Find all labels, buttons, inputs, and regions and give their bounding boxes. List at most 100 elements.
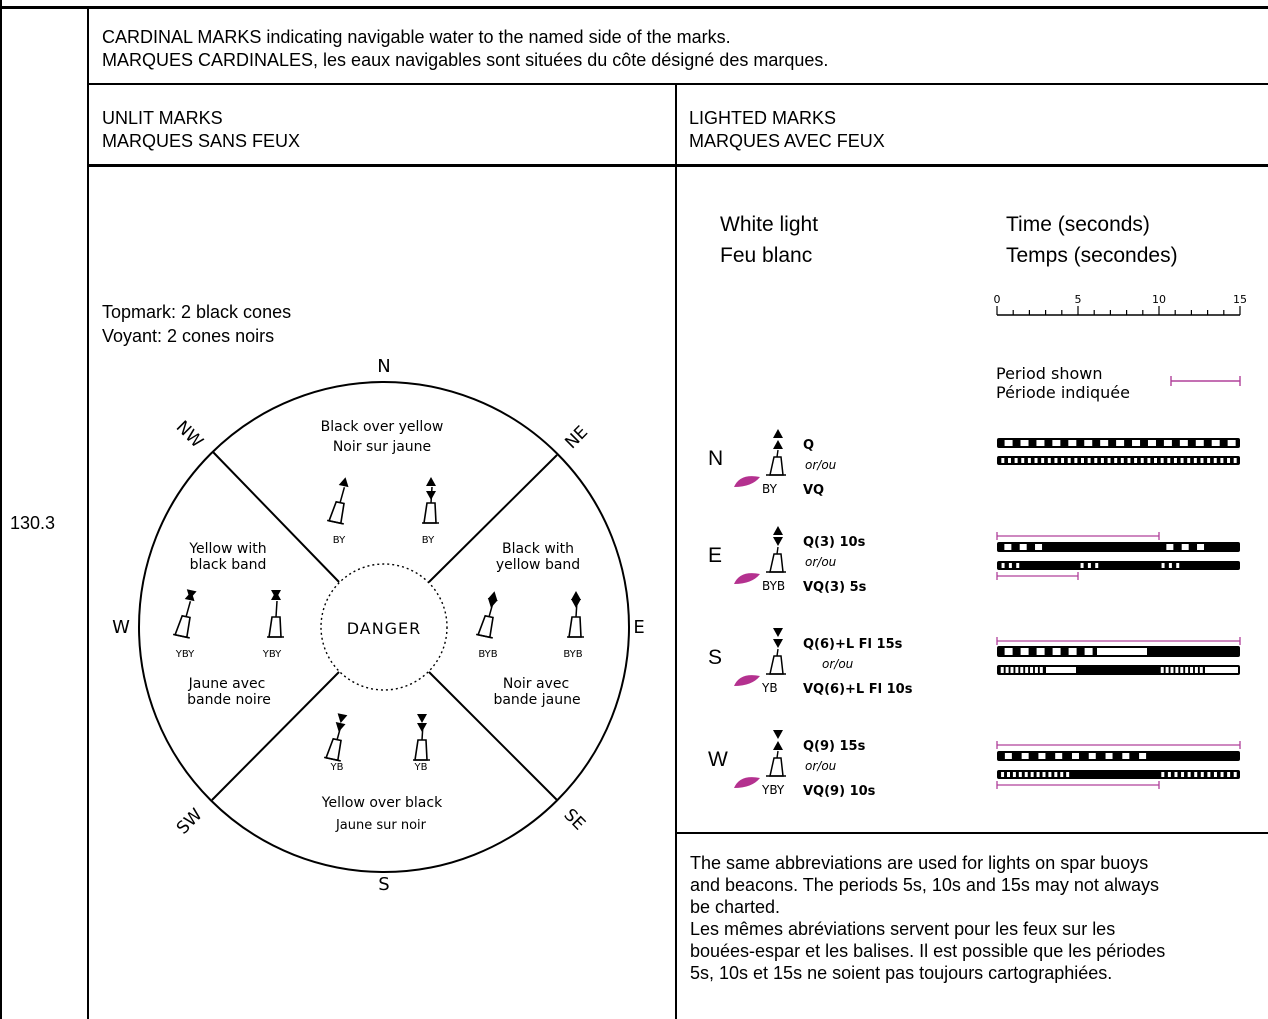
scale-tick-0: 0 [994, 293, 1001, 306]
time-scale: 0 5 10 15 [994, 293, 1247, 316]
note-line-3: be charted. [690, 897, 781, 917]
row-very-quick-light: VQ(9) 10s [803, 784, 876, 799]
frame-left-line [0, 0, 2, 1019]
column-divider [675, 84, 677, 1019]
compass-label-s: S [378, 874, 389, 895]
north-sector-colour-english: Black over yellow [321, 419, 444, 435]
subheader-divider [88, 164, 1268, 167]
note-divider [676, 832, 1268, 834]
white-light-english: White light [720, 213, 818, 236]
lighted-buoy-icon [766, 628, 786, 675]
compass-label-e: E [633, 617, 644, 638]
north-buoy-2-icon [421, 477, 440, 524]
row-or-label: or/ou [805, 555, 837, 569]
east-sector-colour-english-2: yellow band [496, 557, 580, 573]
light-flare-icon [734, 476, 760, 487]
west-sector-colour-french-1: Jaune avec [188, 676, 266, 692]
row-quick-light: Q(3) 10s [803, 535, 866, 550]
north-buoy-1-code: BY [333, 535, 346, 546]
south-sector-colour-french: Jaune sur noir [335, 818, 427, 833]
lighted-buoy-icon [766, 730, 786, 777]
row-direction-label: E [708, 544, 722, 567]
south-buoy-1-icon [323, 713, 350, 762]
compass-label-ne: NE [561, 422, 592, 453]
w-q-period [996, 741, 1241, 749]
west-buoy-2-icon [266, 590, 285, 638]
note-line-4: Les mêmes abréviations servent pour les … [690, 919, 1116, 939]
se-divider-line [428, 671, 558, 801]
white-light-french: Feu blanc [720, 244, 812, 267]
row-or-label: or/ou [822, 657, 854, 671]
compass-label-n: N [377, 356, 390, 377]
south-sector-colour-english: Yellow over black [321, 795, 443, 811]
row-or-label: or/ou [805, 759, 837, 773]
lighted-buoy-icon [766, 526, 786, 573]
e-q-period [996, 532, 1160, 540]
s-q-period [996, 637, 1241, 645]
compass-label-sw: SW [173, 805, 207, 839]
east-sector-colour-french-1: Noir avec [503, 676, 569, 692]
light-flare-icon [734, 573, 760, 584]
cardinal-compass-diagram: N S W E NW NE SW SE DANGER Black over ye… [112, 356, 645, 895]
header-divider [88, 83, 1268, 85]
north-sector-colour-french: Noir sur jaune [333, 439, 431, 455]
east-sector-colour-english-1: Black with [502, 541, 574, 557]
row-or-label: or/ou [805, 458, 837, 472]
row-quick-light: Q(9) 15s [803, 739, 866, 754]
lighted-marks-diagram: White light Feu blanc Time (seconds) Tem… [708, 213, 1247, 799]
note-line-2: and beacons. The periods 5s, 10s and 15s… [690, 875, 1159, 895]
compass-label-w: W [112, 617, 130, 638]
compass-circle [138, 381, 630, 873]
s-vq-bar [997, 665, 1240, 675]
light-flare-icon [734, 777, 760, 788]
east-sector-colour-french-2: bande jaune [493, 692, 580, 708]
danger-zone-circle [320, 563, 448, 691]
west-buoy-1-code: YBY [175, 649, 195, 660]
west-sector-colour-french-2: bande noire [187, 692, 271, 708]
row-very-quick-light: VQ(6)+L Fl 10s [803, 682, 913, 697]
frame-top-line [0, 6, 1268, 9]
light-flare-icon [734, 675, 760, 686]
unlit-title-french: MARQUES SANS FEUX [102, 131, 301, 151]
note-line-1: The same abbreviations are used for ligh… [690, 853, 1149, 873]
time-label-english: Time (seconds) [1006, 213, 1150, 236]
n-vq-bar [997, 456, 1240, 465]
row-colour-code: BYB [762, 579, 785, 593]
topmark-french: Voyant: 2 cones noirs [102, 326, 275, 346]
west-buoy-2-code: YBY [262, 649, 282, 660]
section-number: 130.3 [10, 513, 56, 533]
e-vq-bar [997, 561, 1240, 570]
lighted-title-english: LIGHTED MARKS [689, 108, 837, 128]
time-label-french: Temps (secondes) [1006, 244, 1178, 267]
row-colour-code: BY [762, 482, 778, 496]
ne-divider-line [428, 454, 558, 583]
e-vq-period [996, 572, 1079, 580]
lighted-marks-note: The same abbreviations are used for ligh… [690, 852, 1264, 984]
row-colour-code: YBY [761, 783, 785, 797]
header-line-english: CARDINAL MARKS indicating navigable wate… [102, 27, 731, 47]
west-buoy-1-icon [172, 589, 199, 639]
unlit-title-english: UNLIT MARKS [102, 108, 223, 128]
note-line-6: 5s, 10s et 15s ne soient pas toujours ca… [690, 963, 1113, 983]
south-buoy-2-code: YB [414, 762, 428, 773]
west-sector-colour-english-2: black band [190, 557, 267, 573]
row-colour-code: YB [761, 681, 778, 695]
frame-number-divider [87, 6, 89, 1019]
scale-tick-5: 5 [1075, 293, 1082, 306]
w-q-bar [997, 751, 1240, 761]
south-buoy-2-icon [412, 714, 431, 761]
nw-divider-line [212, 451, 340, 583]
period-shown-french: Période indiquée [996, 383, 1130, 402]
row-direction-label: N [708, 447, 723, 470]
south-buoy-1-code: YB [330, 762, 344, 773]
compass-label-se: SE [560, 805, 589, 834]
period-legend-line [1170, 376, 1241, 386]
east-buoy-1-code: BYB [478, 649, 497, 660]
lighted-title-french: MARQUES AVEC FEUX [689, 131, 885, 151]
danger-label: DANGER [347, 619, 422, 638]
e-q-bar [997, 542, 1240, 552]
